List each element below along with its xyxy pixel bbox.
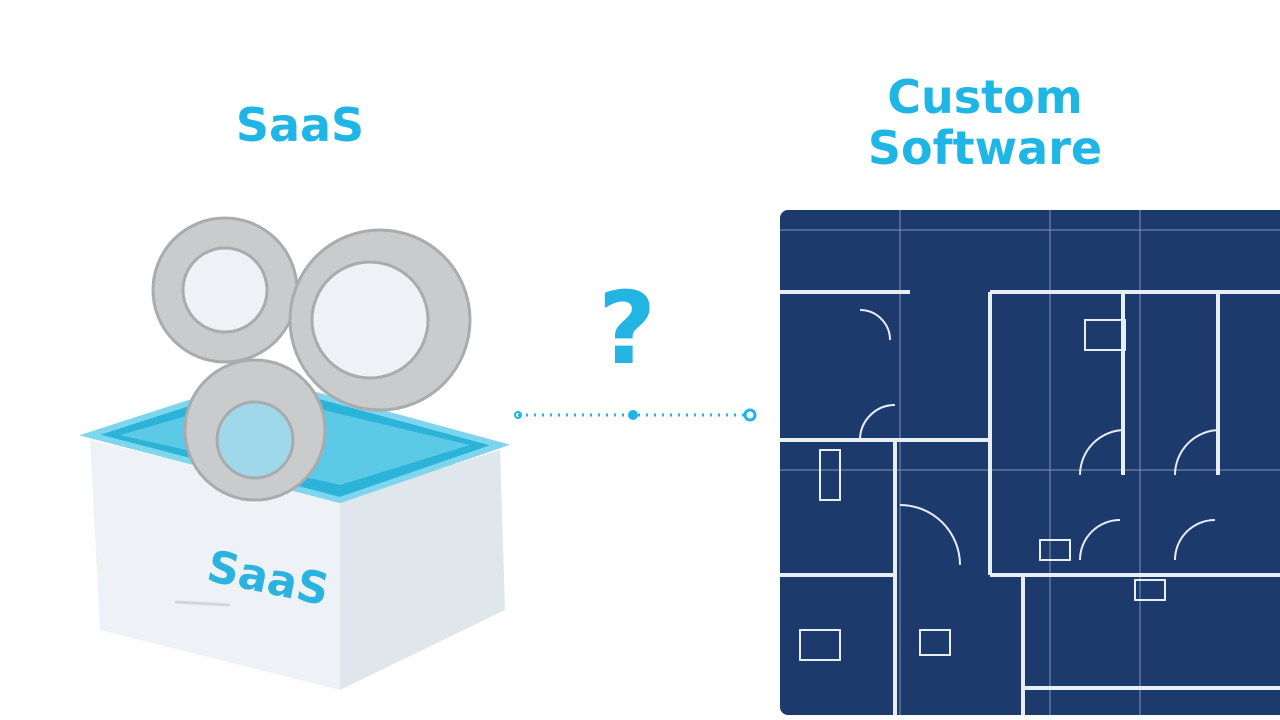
dotted-connector <box>514 408 757 422</box>
blueprint-floorplan-icon <box>780 210 1280 715</box>
custom-software-heading-line1: Custom <box>887 70 1083 124</box>
question-mark-icon: ? <box>598 270 657 387</box>
gear-icon <box>151 216 472 502</box>
saas-heading: SaaS <box>235 98 365 152</box>
saas-box-with-gears-icon: SaaS <box>79 216 511 690</box>
custom-software-heading: Custom Software <box>840 72 1130 173</box>
custom-software-heading-line2: Software <box>867 120 1103 175</box>
